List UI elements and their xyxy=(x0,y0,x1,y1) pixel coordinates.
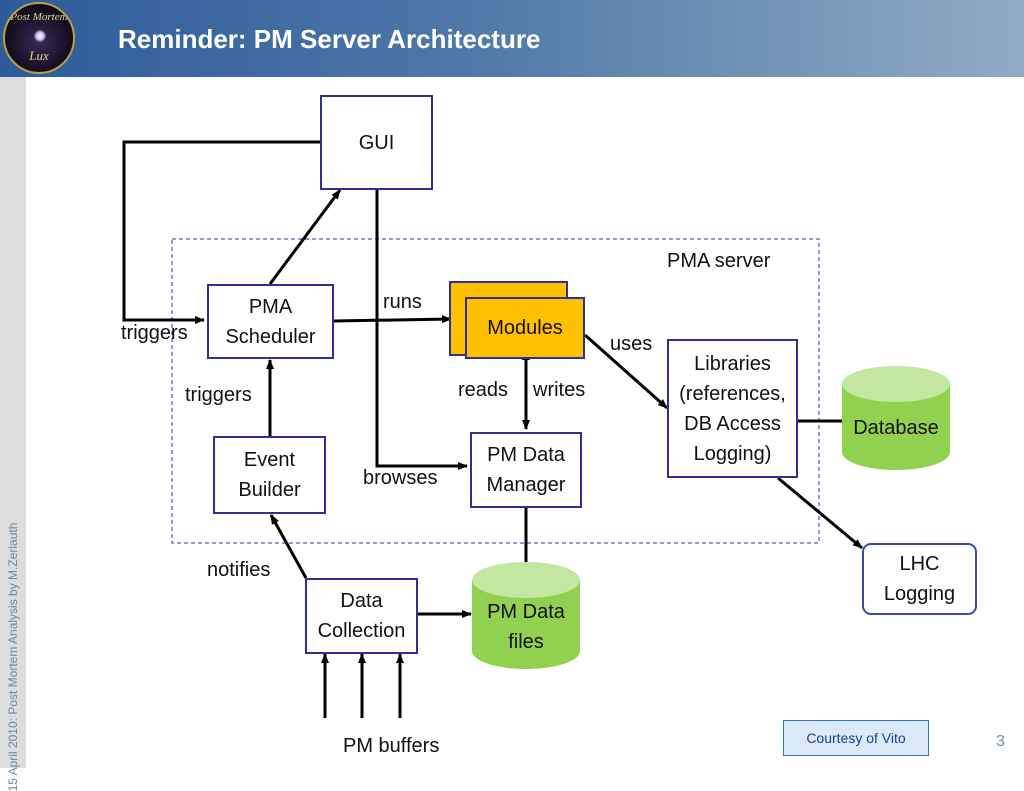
pm-data-manager-node: PM Data Manager xyxy=(470,432,582,508)
lhc-logging-label-2: Logging xyxy=(883,583,956,605)
pma-scheduler-node: PMA Scheduler xyxy=(207,284,334,359)
scheduler-label-1: PMA xyxy=(248,295,293,318)
data-files-label-1: PM Data xyxy=(487,601,565,623)
edge-browses xyxy=(375,190,468,470)
edge-gui-triggers-scheduler xyxy=(122,140,321,324)
data-manager-label-1: PM Data xyxy=(487,444,565,466)
libraries-label-4: Logging) xyxy=(693,442,772,465)
title-bar: Post Mortem Lux Reminder: PM Server Arch… xyxy=(0,0,1024,77)
edge-notifies xyxy=(269,514,308,579)
data-collection-node: Data Collection xyxy=(305,578,418,654)
pm-data-files-label: PM Data files xyxy=(472,596,580,658)
edge-runs xyxy=(333,315,452,324)
gui-label: GUI xyxy=(358,131,395,154)
uses-label: uses xyxy=(610,333,653,355)
left-sidebar: 15 April 2010: Post Mortem Analysis by M… xyxy=(0,77,26,791)
data-collection-label-2: Collection xyxy=(317,620,406,642)
scheduler-label-2: Scheduler xyxy=(225,325,316,348)
pm-data-files-cylinder xyxy=(472,562,580,669)
browses-label: browses xyxy=(363,467,438,489)
triggers-label-event: triggers xyxy=(185,384,252,406)
pm-buffers-label: PM buffers xyxy=(343,735,440,757)
runs-label: runs xyxy=(383,291,422,313)
edge-libraries-lhc-logging xyxy=(777,476,863,550)
database-label: Database xyxy=(853,417,939,439)
modules-label: Modules xyxy=(487,316,563,339)
gui-node: GUI xyxy=(320,95,433,190)
event-builder-node: Event Builder xyxy=(213,436,326,514)
lhc-logging-label-1: LHC xyxy=(899,553,940,575)
logo-top-text: Post Mortem xyxy=(10,11,68,23)
data-manager-label-2: Manager xyxy=(486,474,566,496)
reads-label: reads xyxy=(458,379,509,401)
notifies-label: notifies xyxy=(207,559,271,581)
post-mortem-lux-logo: Post Mortem Lux xyxy=(3,2,75,74)
pma-server-label: PMA server xyxy=(667,250,771,272)
slide-title: Reminder: PM Server Architecture xyxy=(118,24,541,54)
logo-bottom-text: Lux xyxy=(29,48,49,63)
writes-label: writes xyxy=(533,379,586,401)
architecture-diagram xyxy=(122,140,950,718)
libraries-label-3: DB Access xyxy=(684,412,781,435)
modules-node: Modules xyxy=(465,297,585,359)
page-number: 3 xyxy=(996,733,1005,750)
data-collection-label-1: Data xyxy=(340,590,383,612)
triggers-label-gui: triggers xyxy=(121,322,188,344)
edge-uses xyxy=(584,333,668,410)
database-cylinder xyxy=(842,366,950,470)
event-builder-label-1: Event xyxy=(243,449,296,471)
courtesy-note: Courtesy of Vito xyxy=(783,720,929,756)
pma-server-region xyxy=(171,238,820,544)
edge-scheduler-to-gui xyxy=(268,189,342,285)
libraries-node: Libraries (references, DB Access Logging… xyxy=(667,339,798,478)
logo-star-icon xyxy=(34,30,46,42)
data-files-label-2: files xyxy=(508,631,544,653)
event-builder-label-2: Builder xyxy=(238,479,301,501)
libraries-label-2: (references, xyxy=(679,382,786,405)
lhc-logging-node: LHC Logging xyxy=(862,543,977,615)
libraries-label-1: Libraries xyxy=(694,352,771,375)
